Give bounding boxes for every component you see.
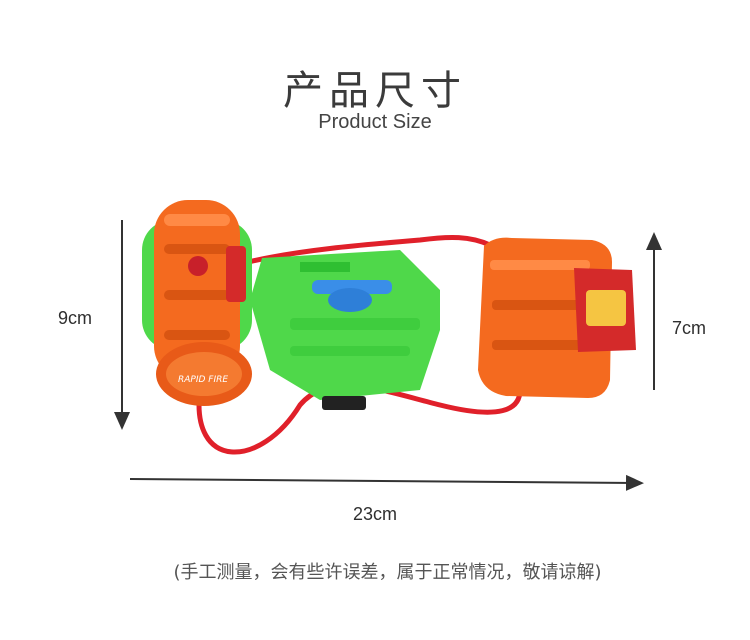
wrist-pack xyxy=(478,237,636,398)
page-title: 产品尺寸 xyxy=(283,68,467,114)
width-label: 23cm xyxy=(352,504,397,524)
width-arrow xyxy=(129,474,644,491)
height-left-label: 9cm xyxy=(58,308,93,328)
page-subtitle: Product Size xyxy=(318,111,432,133)
water-tank-canister xyxy=(142,200,252,406)
blaster-body xyxy=(250,250,440,410)
blue-trigger xyxy=(312,280,392,312)
brand-logo-text: RAPID FIRE xyxy=(178,375,228,385)
measurement-note: (手工测量，会有些许误差，属于正常情况，敬请谅解) xyxy=(173,562,602,583)
height-right-label: 7cm xyxy=(672,318,707,338)
